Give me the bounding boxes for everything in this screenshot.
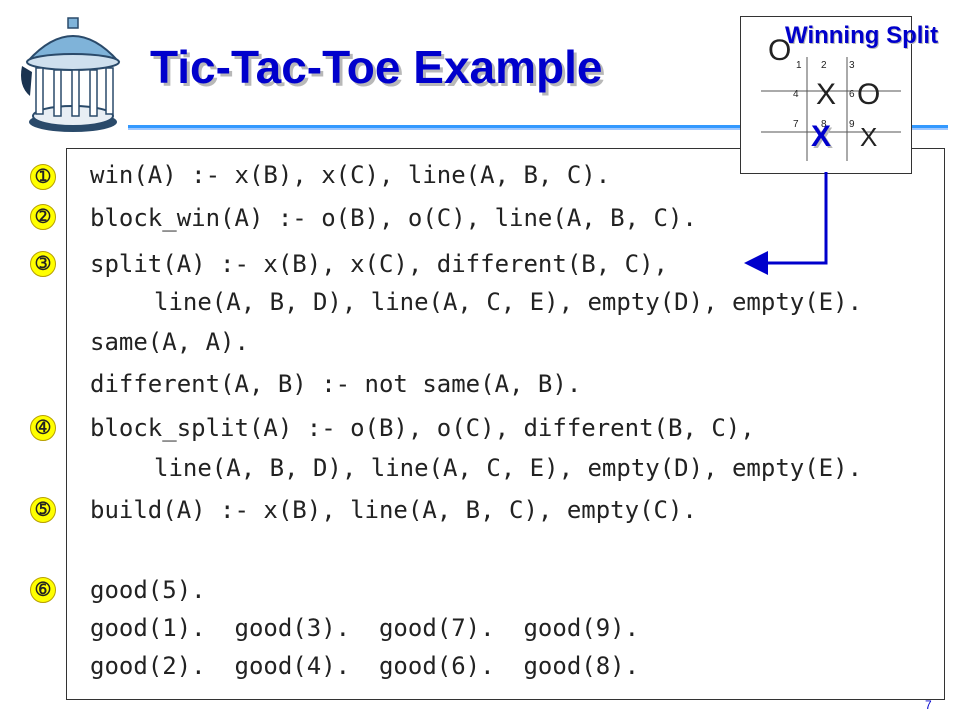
code-line-block-split: block_split(A) :- o(B), o(C), different(… xyxy=(90,414,755,442)
code-line-block-win: block_win(A) :- o(B), o(C), line(A, B, C… xyxy=(90,204,697,232)
code-line-good-corners: good(1). good(3). good(7). good(9). xyxy=(90,614,640,642)
board-title: Winning Split xyxy=(785,22,939,49)
rule-marker-6: ➅ xyxy=(30,577,56,603)
cell-4-num: 4 xyxy=(793,89,799,100)
rule-marker-4: ➃ xyxy=(30,415,56,441)
code-line-same: same(A, A). xyxy=(90,328,249,356)
cell-1-num: 1 xyxy=(796,60,802,71)
rule-marker-3: ➂ xyxy=(30,251,56,277)
cell-6-num: 6 xyxy=(849,89,855,100)
cell-6-mark: O xyxy=(857,78,881,111)
code-line-split-cont: line(A, B, D), line(A, C, E), empty(D), … xyxy=(154,288,863,316)
cell-3-num: 3 xyxy=(849,60,855,71)
cell-4-mark: X xyxy=(816,78,837,111)
code-line-good-center: good(5). xyxy=(90,576,206,604)
rule-marker-1: ➀ xyxy=(30,164,56,190)
old-well-logo xyxy=(21,17,121,132)
cell-7-num: 7 xyxy=(793,119,799,130)
code-line-different: different(A, B) :- not same(A, B). xyxy=(90,370,582,398)
cell-2-num: 2 xyxy=(821,60,827,71)
code-line-build: build(A) :- x(B), line(A, B, C), empty(C… xyxy=(90,496,697,524)
rule-marker-5: ➄ xyxy=(30,497,56,523)
cell-8-num: 8 xyxy=(821,119,827,130)
code-line-good-edges: good(2). good(4). good(6). good(8). xyxy=(90,652,640,680)
slide-title: Tic-Tac-Toe Example xyxy=(150,41,603,93)
cell-1-mark: O xyxy=(768,34,792,67)
title-underline xyxy=(128,125,948,130)
rule-marker-2: ➁ xyxy=(30,204,56,230)
code-line-split: split(A) :- x(B), x(C), different(B, C), xyxy=(90,250,668,278)
board-grid xyxy=(761,57,901,161)
code-line-block-split-cont: line(A, B, D), line(A, C, E), empty(D), … xyxy=(154,454,863,482)
cell-8-mark: X xyxy=(811,120,832,153)
cell-9-num: 9 xyxy=(849,119,855,130)
cell-9-mark: X xyxy=(860,122,878,152)
page-number: 7 xyxy=(925,698,932,712)
code-line-win: win(A) :- x(B), x(C), line(A, B, C). xyxy=(90,161,611,189)
rules-code-box xyxy=(66,148,945,700)
